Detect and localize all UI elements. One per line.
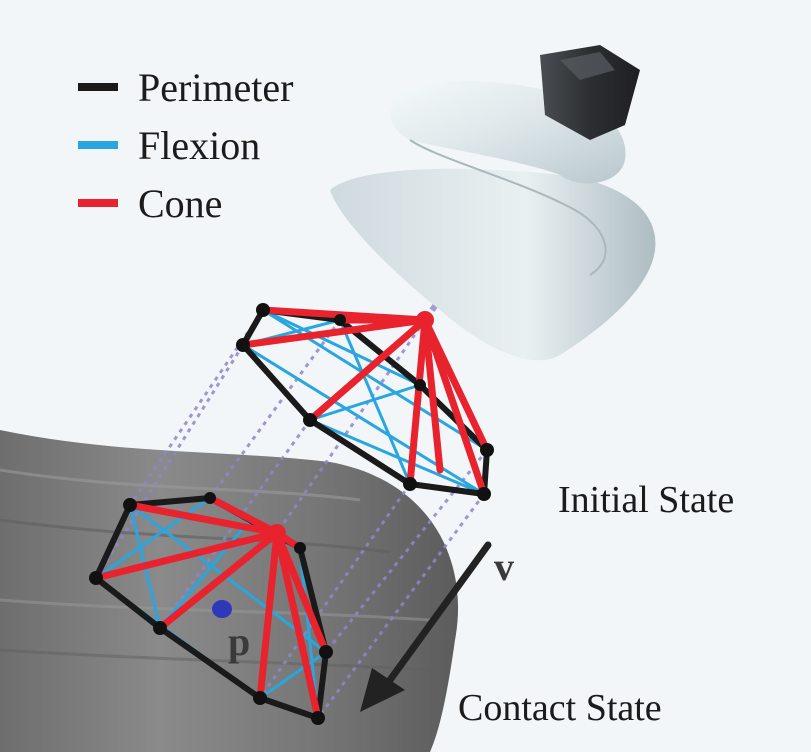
legend-item-perimeter: Perimeter — [78, 58, 294, 116]
arrow-down-left-icon — [360, 541, 492, 712]
legend-item-cone: Cone — [78, 174, 294, 232]
velocity-label: v — [494, 544, 514, 589]
legend-swatch-flexion — [78, 141, 118, 149]
legend-swatch-perimeter — [78, 83, 118, 91]
contact-state-graph — [89, 492, 333, 725]
legend-label-flexion: Flexion — [138, 122, 261, 168]
legend-label-perimeter: Perimeter — [138, 64, 294, 110]
legend: Perimeter Flexion Cone — [78, 58, 294, 232]
initial-state-label: Initial State — [558, 479, 735, 521]
object-surface — [0, 430, 459, 752]
suction-cup-icon — [330, 45, 656, 361]
contact-state-label: Contact State — [458, 687, 662, 729]
contact-point-marker — [212, 600, 232, 618]
legend-label-cone: Cone — [138, 180, 223, 226]
contact-point-label: p — [228, 619, 251, 664]
legend-item-flexion: Flexion — [78, 116, 294, 174]
legend-swatch-cone — [78, 199, 118, 207]
initial-state-graph — [236, 303, 494, 501]
